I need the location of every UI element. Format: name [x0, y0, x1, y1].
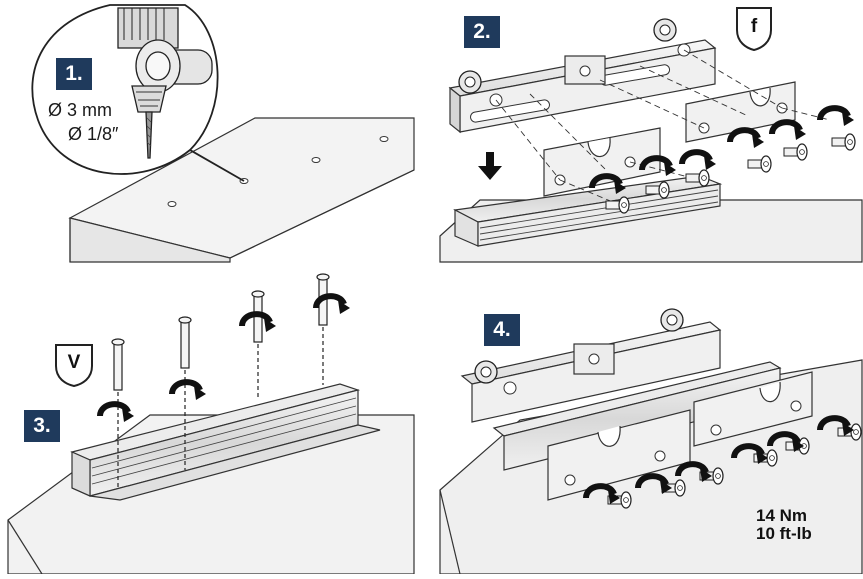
roller-right	[653, 18, 677, 42]
rotate-arrow-icon	[772, 122, 806, 140]
screw-icon	[783, 143, 808, 161]
rotate-arrow-icon	[820, 108, 854, 126]
rotate-arrow-icon	[172, 382, 206, 400]
down-arrow-icon	[478, 152, 502, 180]
step-badge-1: 1.	[56, 58, 92, 90]
rotate-arrow-icon	[100, 404, 134, 422]
clamp-plate-back	[693, 371, 813, 447]
step-badge-4: 4.	[484, 314, 520, 346]
clamp-plate-back	[685, 81, 796, 143]
panel-1-drill-holes	[31, 4, 415, 263]
roller-left	[458, 70, 482, 94]
roller-right	[660, 308, 684, 332]
screw-icon	[747, 155, 772, 173]
step-badge-2: 2.	[464, 16, 500, 48]
drill-diameter-mm: Ø 3 mm	[48, 100, 113, 120]
icon-badge-f	[736, 7, 772, 52]
v-icon: V	[67, 352, 81, 373]
step-badge-3: 3.	[24, 410, 60, 442]
torque-nm: 14 Nm	[756, 506, 808, 525]
rotate-arrow-icon	[730, 130, 764, 148]
drill-diameter-in: Ø 1/8″	[68, 124, 119, 144]
panel-2-carriage-assembly	[439, 18, 863, 263]
screw-icon	[831, 133, 856, 151]
f-icon: f	[750, 16, 758, 37]
panel-3-rail-mounting	[7, 273, 415, 575]
rotate-arrow-icon	[682, 152, 716, 170]
roller-left	[474, 360, 498, 384]
drill-icon	[117, 7, 213, 159]
torque-ftlb: 10 ft-lb	[756, 524, 812, 543]
panel-4-final-assembly	[439, 308, 863, 575]
icon-badge-v	[55, 344, 93, 388]
